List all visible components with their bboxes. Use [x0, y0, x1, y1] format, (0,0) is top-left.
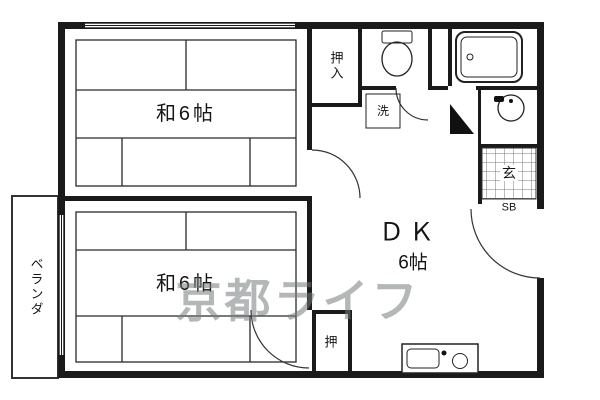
toilet-bowl — [381, 41, 413, 77]
wall-corridor-b — [428, 86, 448, 90]
wall-bottom — [58, 371, 544, 378]
bathtub-inner — [460, 36, 518, 78]
wall-genkan-top — [478, 144, 537, 148]
wall-corridor-a — [362, 86, 396, 90]
walls — [58, 22, 544, 378]
wall-closet2-top — [312, 310, 352, 314]
wall-rooms-dk-lower — [307, 198, 312, 310]
label-closet-oshi: 押 — [324, 334, 338, 350]
bathtub-outer — [455, 31, 523, 83]
wall-closet2-left — [312, 310, 316, 371]
kitchen-faucet-dot — [441, 350, 447, 356]
room-label-japanese-room-top: 和6帖 — [155, 103, 217, 125]
kitchen-sink — [406, 348, 440, 369]
wall-genkan-left — [478, 144, 482, 204]
tatami-bottom-room — [75, 211, 297, 363]
wall-bath-left — [448, 29, 452, 86]
label-laundry: 洗 — [376, 104, 390, 118]
washbasin-icon — [494, 94, 525, 122]
washbasin-tap — [494, 96, 504, 102]
room-label-dk: ＤＫ — [378, 218, 440, 247]
label-entrance-genkan: 玄 — [500, 165, 518, 181]
windows — [59, 23, 295, 355]
kitchen-burner — [452, 353, 468, 369]
toilet-icon — [381, 30, 413, 77]
bathtub-icon — [455, 31, 523, 83]
wall-left — [58, 22, 65, 378]
wall-closet-right — [358, 29, 362, 107]
wall-toilet-right — [428, 29, 432, 90]
door-arc-toilet — [395, 87, 429, 121]
toilet-tank — [381, 30, 413, 44]
label-shoebox: SB — [501, 201, 517, 214]
wall-corridor-c — [476, 86, 537, 90]
wall-closet2-right — [348, 310, 352, 371]
kitchen-unit-icon — [401, 343, 479, 374]
wall-between-rooms — [65, 196, 312, 201]
wall-right-upper — [537, 22, 544, 209]
laundry-box — [365, 93, 401, 129]
bathtub-drain — [466, 53, 474, 61]
wall-closet-bottom — [312, 103, 362, 107]
bath-door-triangle — [450, 104, 474, 134]
label-closet-oshiire: 押入 — [328, 51, 344, 81]
wall-top — [58, 22, 544, 29]
label-veranda: ベランダ — [28, 257, 44, 317]
tatami-top-room — [75, 39, 297, 187]
room-label-dk-size: 6帖 — [398, 252, 428, 274]
wall-sink-nook — [478, 90, 481, 146]
room-label-japanese-room-bottom: 和6帖 — [155, 273, 217, 295]
washbasin-bowl — [497, 94, 525, 122]
door-arcs — [250, 87, 541, 369]
door-arc-bottom-room — [250, 309, 310, 369]
washbasin-faucet-dot — [509, 99, 513, 103]
wall-right-lower — [537, 278, 544, 378]
door-arc-top-room — [311, 149, 361, 199]
door-arc-entrance — [470, 208, 541, 279]
wall-rooms-dk-upper — [307, 29, 312, 150]
watermark-text: 京都ライフ — [175, 275, 421, 327]
